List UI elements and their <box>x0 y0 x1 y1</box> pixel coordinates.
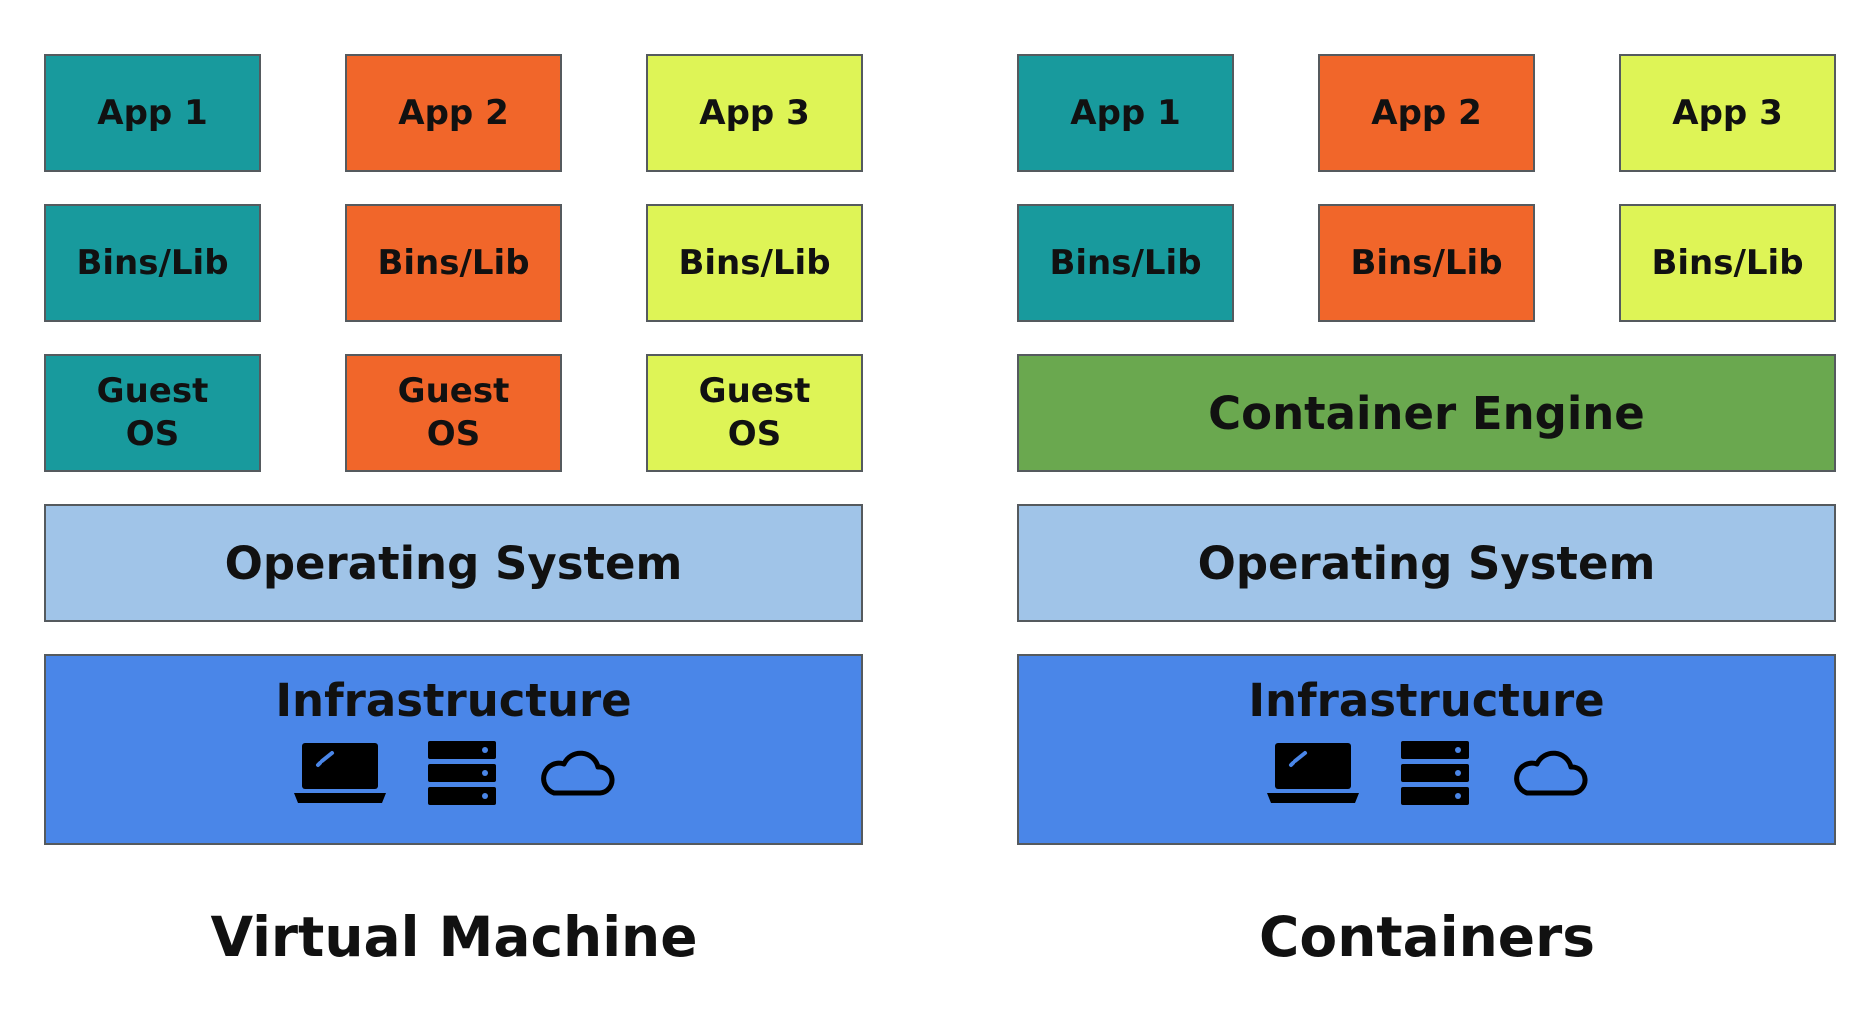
vm-bins-lib-2: Bins/Lib <box>345 204 562 322</box>
vm-infrastructure: Infrastructure <box>44 654 863 845</box>
container-infrastructure: Infrastructure <box>1017 654 1836 845</box>
container-app-1: App 1 <box>1017 54 1234 172</box>
vm-guest-os-2: Guest OS <box>345 354 562 472</box>
cloud-icon <box>1509 748 1589 802</box>
laptop-icon <box>292 741 388 809</box>
containers-caption: Containers <box>1259 905 1595 969</box>
container-app-2: App 2 <box>1318 54 1535 172</box>
container-infrastructure-icons <box>1265 741 1589 809</box>
vm-guest-os-3: Guest OS <box>646 354 863 472</box>
vm-caption: Virtual Machine <box>210 905 698 969</box>
cloud-icon <box>536 748 616 802</box>
vm-app-2: App 2 <box>345 54 562 172</box>
vm-bins-lib-3: Bins/Lib <box>646 204 863 322</box>
vm-bins-lib-1: Bins/Lib <box>44 204 261 322</box>
container-engine: Container Engine <box>1017 354 1836 472</box>
vm-operating-system: Operating System <box>44 504 863 622</box>
vm-app-1: App 1 <box>44 54 261 172</box>
laptop-icon <box>1265 741 1361 809</box>
server-icon <box>1400 741 1469 809</box>
container-operating-system: Operating System <box>1017 504 1836 622</box>
container-bins-lib-1: Bins/Lib <box>1017 204 1234 322</box>
container-app-3: App 3 <box>1619 54 1836 172</box>
vm-infrastructure-label: Infrastructure <box>275 674 632 727</box>
container-bins-lib-3: Bins/Lib <box>1619 204 1836 322</box>
vm-infrastructure-icons <box>292 741 616 809</box>
vm-app-3: App 3 <box>646 54 863 172</box>
container-infrastructure-label: Infrastructure <box>1248 674 1605 727</box>
vm-guest-os-1: Guest OS <box>44 354 261 472</box>
server-icon <box>427 741 496 809</box>
container-bins-lib-2: Bins/Lib <box>1318 204 1535 322</box>
